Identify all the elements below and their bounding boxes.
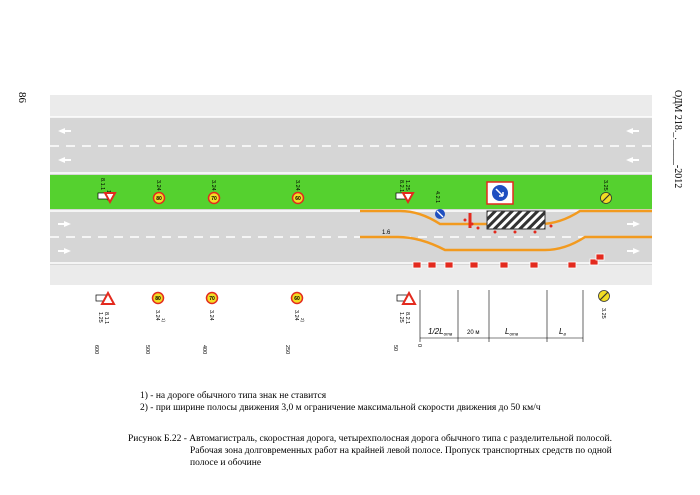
speed-limit-icon xyxy=(151,291,165,305)
lower-sign-2: 80 3.24 1) 500 xyxy=(144,291,166,354)
footnote-2: 2) - при ширине полосы движения 3,0 м ог… xyxy=(140,403,541,413)
cones xyxy=(463,218,553,234)
upper-sign-sub: 8.1.1 xyxy=(99,178,105,190)
speed-limit-icon xyxy=(152,191,166,205)
caption-line-3: полосе и обочине xyxy=(190,458,262,468)
dim-gap: 20 м xyxy=(467,330,479,336)
lower-carriageway xyxy=(50,209,652,265)
upper-sign-7: 3.25 xyxy=(600,180,612,204)
bottom-shoulder xyxy=(50,265,652,285)
distance-label: 50 xyxy=(392,345,398,351)
upper-sign-5: 1.25 8.2.1 xyxy=(395,180,415,205)
lower-sign-6: 3.25 xyxy=(598,290,610,319)
speed-limit-icon xyxy=(207,191,221,205)
median-strip xyxy=(50,175,652,209)
upper-sign-code: 3.25 xyxy=(602,180,608,191)
speed-limit-value: 70 xyxy=(209,296,215,302)
lower-sign-5: 1.25 8.2.1 50 xyxy=(392,290,417,351)
footnote-mark: 1) xyxy=(161,318,166,323)
upper-sign-6: 4.2.1 xyxy=(434,191,445,219)
lower-sign-code: 1.25 xyxy=(398,312,404,323)
warning-triangle-icon xyxy=(103,192,117,205)
upper-sign-4: 3.24 60 xyxy=(291,180,305,205)
upper-carriageway xyxy=(50,117,652,175)
arrow-right-icon xyxy=(58,221,640,254)
lower-sign-4: 60 3.24 2) 250 xyxy=(284,291,305,354)
lower-sign-1: 1.25 8.1.1 600 xyxy=(93,290,116,354)
dim-l-end: Lв xyxy=(559,327,566,337)
lower-sign-code: 3.25 xyxy=(600,308,606,319)
dimension-line: 0 1/2Lотв 20 м Lотв Lв xyxy=(416,290,584,347)
lower-sign-code: 3.24 xyxy=(154,310,160,321)
warning-triangle-icon xyxy=(401,192,415,205)
lower-sign-code: 1.25 xyxy=(97,312,103,323)
speed-limit-value: 70 xyxy=(211,196,217,202)
speed-limit-icon xyxy=(290,291,304,305)
speed-limit-value: 60 xyxy=(294,296,300,302)
lower-sign-sub: 8.2.1 xyxy=(404,312,410,324)
dim-l-main: Lотв xyxy=(505,327,519,337)
marking-label: 1.6 xyxy=(382,230,391,236)
speed-limit-icon xyxy=(205,291,219,305)
upper-sign-code: 1.25 xyxy=(404,180,410,191)
upper-sign-code: 3.24 xyxy=(155,180,161,191)
warning-triangle-icon xyxy=(100,290,116,305)
zero-mark: 0 xyxy=(416,344,422,347)
distance-label: 500 xyxy=(144,345,150,354)
distance-label: 600 xyxy=(93,345,99,354)
lower-sign-code: 3.24 xyxy=(208,310,214,321)
lower-sign-sub: 8.1.1 xyxy=(103,312,109,324)
upper-sign-2: 3.24 80 xyxy=(152,180,166,205)
figure-caption: Рисунок Б.22 - Автомагистраль, скоростна… xyxy=(128,433,648,469)
upper-sign-3: 3.24 70 xyxy=(207,180,221,205)
upper-sign-1: 1.25 8.1.1 xyxy=(97,178,117,205)
lower-sign-code: 3.24 xyxy=(293,310,299,321)
dim-half-l: 1/2Lотв xyxy=(428,327,453,337)
top-shoulder xyxy=(50,95,652,117)
footnote-mark: 2) xyxy=(300,318,305,323)
speed-limit-value: 80 xyxy=(156,196,162,202)
warning-triangle-icon xyxy=(401,290,417,305)
upper-sign-code: 4.2.1 xyxy=(434,191,440,203)
footnotes: 1) - на дороге обычного типа знак не ста… xyxy=(140,390,541,414)
work-zone xyxy=(486,210,546,230)
upper-sign-code: 3.24 xyxy=(294,180,300,191)
caption-line-2: Рабочая зона долговременных работ на кра… xyxy=(190,446,612,456)
upper-sign-sub: 8.2.1 xyxy=(398,180,404,192)
upper-sign-code: 3.24 xyxy=(210,180,216,191)
distance-label: 250 xyxy=(284,345,290,354)
footnote-1: 1) - на дороге обычного типа знак не ста… xyxy=(140,391,327,401)
lower-barriers xyxy=(412,253,605,269)
distance-label: 400 xyxy=(201,345,207,354)
speed-limit-icon xyxy=(291,191,305,205)
taper-line-lower xyxy=(360,235,652,252)
lower-sign-3: 70 3.24 400 xyxy=(201,291,219,354)
caption-line-1: Рисунок Б.22 - Автомагистраль, скоростна… xyxy=(128,434,612,444)
speed-limit-value: 60 xyxy=(295,196,301,202)
arrow-left-icon xyxy=(58,128,639,163)
speed-limit-value: 80 xyxy=(155,296,161,302)
